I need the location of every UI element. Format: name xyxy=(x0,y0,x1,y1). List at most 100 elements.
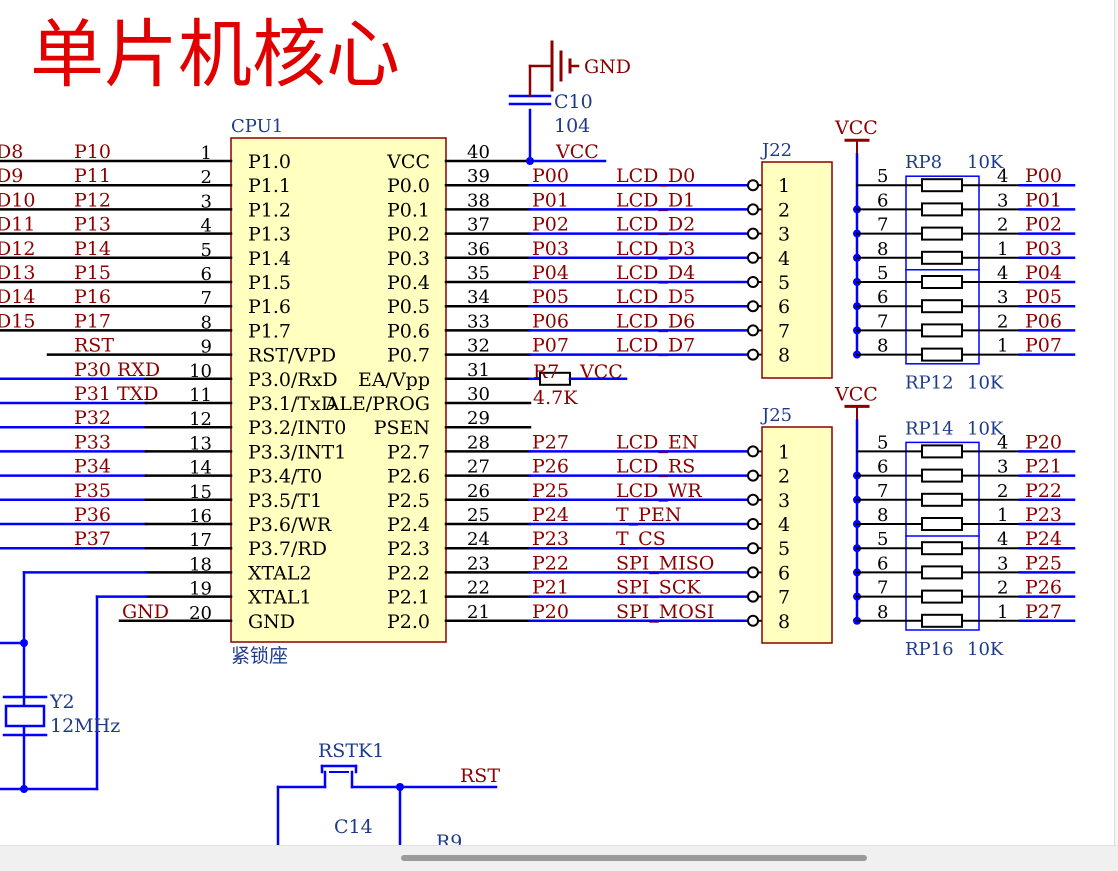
signal-label: LCD_D2 xyxy=(616,214,695,236)
pin-terminal xyxy=(747,518,759,530)
offpage-net-label: D9 xyxy=(0,165,23,187)
c10-ref: C10 xyxy=(554,91,593,113)
net-label: P12 xyxy=(74,189,111,211)
net-label: P23 xyxy=(532,528,569,550)
net-label: P27 xyxy=(532,431,569,453)
net-label: RST xyxy=(74,335,114,357)
vcc-label: VCC xyxy=(834,117,878,139)
cpu-pin-name: P3.0/RxD xyxy=(248,369,338,391)
resnet-pin-number: 4 xyxy=(997,263,1008,284)
net-label: P00 xyxy=(532,165,569,187)
signal-label: T_PEN xyxy=(616,504,681,526)
signal-label: LCD_D1 xyxy=(616,189,695,211)
cpu-pin-number: 26 xyxy=(467,481,490,502)
cpu-pin-number: 29 xyxy=(467,408,490,429)
connector-pin-number: 3 xyxy=(778,224,790,246)
cpu-pin-name: P2.1 xyxy=(387,587,430,609)
junction-dot xyxy=(526,157,534,165)
resnet-resistor xyxy=(921,468,963,483)
cpu-pin-number: 17 xyxy=(189,530,212,551)
net-label: P02 xyxy=(1025,214,1062,236)
connector-pin-number: 4 xyxy=(778,514,790,536)
resnet-resistor xyxy=(921,565,963,580)
cpu-pin-number: 23 xyxy=(467,553,490,574)
cpu-pin-number: 25 xyxy=(467,505,490,526)
gnd-label: GND xyxy=(584,56,631,78)
cpu-pin-name: XTAL1 xyxy=(248,587,312,609)
cpu-pin-number: 1 xyxy=(201,143,212,164)
cpu-pin-name: P3.4/T0 xyxy=(248,466,322,488)
net-label: P36 xyxy=(74,504,111,526)
resnet-pin-number: 7 xyxy=(877,481,888,502)
resnet-pin-number: 7 xyxy=(877,311,888,332)
net-label: P04 xyxy=(532,262,569,284)
cpu-pin-name: P0.5 xyxy=(387,296,430,318)
signal-label: SPI_MISO xyxy=(616,552,714,574)
r7-value: 4.7K xyxy=(533,387,578,409)
cpu-pin-number: 35 xyxy=(467,263,490,284)
crystal-y2 xyxy=(4,704,46,728)
cpu-pin-number: 16 xyxy=(189,506,212,527)
cpu-pin-name: GND xyxy=(248,611,295,633)
cpu-pin-name: P0.7 xyxy=(387,345,430,367)
reset-switch-ref: RSTK1 xyxy=(318,740,384,762)
resnet-pin-number: 4 xyxy=(997,432,1008,453)
cpu-pin-name: P3.5/T1 xyxy=(248,490,322,512)
crystal-ref: Y2 xyxy=(49,691,75,713)
connector-pin-number: 7 xyxy=(778,587,790,609)
net-label: P33 xyxy=(74,431,111,453)
resnet-pin-number: 1 xyxy=(997,505,1008,526)
net-label: P23 xyxy=(1025,504,1062,526)
cpu-pin-number: 15 xyxy=(189,482,212,503)
resnet-pin-number: 8 xyxy=(877,505,888,526)
pin-terminal xyxy=(747,276,759,288)
net-label: P01 xyxy=(1025,189,1062,211)
offpage-net-label: D13 xyxy=(0,262,35,284)
cpu-pin-name: P2.2 xyxy=(387,562,430,584)
cpu-ref: CPU1 xyxy=(231,116,283,137)
resnet-resistor xyxy=(921,299,963,314)
resnet-pin-number: 2 xyxy=(997,215,1008,236)
resnet-pin-number: 5 xyxy=(877,166,888,187)
cpu-pin-name: P2.6 xyxy=(387,466,430,488)
c14-ref: C14 xyxy=(334,816,373,838)
connector-pin-number: 3 xyxy=(778,490,790,512)
net-label: P05 xyxy=(532,286,569,308)
resnet-pin-number: 8 xyxy=(877,336,888,357)
cpu-pin-name: P1.7 xyxy=(248,320,291,342)
horizontal-scrollbar[interactable] xyxy=(0,845,1118,871)
net-label: P30 RXD xyxy=(74,359,160,381)
cpu-pin-number: 21 xyxy=(467,602,490,623)
r9-ref: R9 xyxy=(436,831,462,845)
net-label: P05 xyxy=(1025,286,1062,308)
cpu-pin-name: P2.4 xyxy=(387,514,430,536)
resnet-pin-number: 3 xyxy=(997,553,1008,574)
r7-ref: R7 xyxy=(533,361,559,383)
signal-label: LCD_D6 xyxy=(616,310,695,332)
connector-pin-number: 5 xyxy=(778,272,790,294)
resnet-pin-number: 4 xyxy=(997,529,1008,550)
cpu-pin-name: P1.4 xyxy=(248,248,291,270)
net-label: P01 xyxy=(532,189,569,211)
net-label: P07 xyxy=(532,335,569,357)
resnet-value: 10K xyxy=(967,639,1004,660)
cpu-pin-number: 7 xyxy=(201,288,212,309)
net-label: P26 xyxy=(532,456,569,478)
connector-pin-number: 5 xyxy=(778,538,790,560)
offpage-net-label: D12 xyxy=(0,238,35,260)
resnet-pin-number: 6 xyxy=(877,190,888,211)
resnet-resistor xyxy=(921,202,963,217)
cpu-pin-number: 40 xyxy=(467,142,490,163)
cpu-pin-name: P1.2 xyxy=(248,199,291,221)
cpu-pin-number: 22 xyxy=(467,578,490,599)
resnet-resistor xyxy=(921,347,963,362)
scrollbar-thumb[interactable] xyxy=(401,855,867,861)
net-label: P07 xyxy=(1025,335,1062,357)
junction-dot xyxy=(20,639,28,647)
resnet-resistor xyxy=(921,613,963,628)
cpu-pin-number: 3 xyxy=(201,191,212,212)
signal-label: SPI_SCK xyxy=(616,577,701,599)
resnet-resistor xyxy=(921,275,963,289)
connector-pin-number: 7 xyxy=(778,320,790,342)
resnet-ref: RP16 xyxy=(905,639,954,660)
